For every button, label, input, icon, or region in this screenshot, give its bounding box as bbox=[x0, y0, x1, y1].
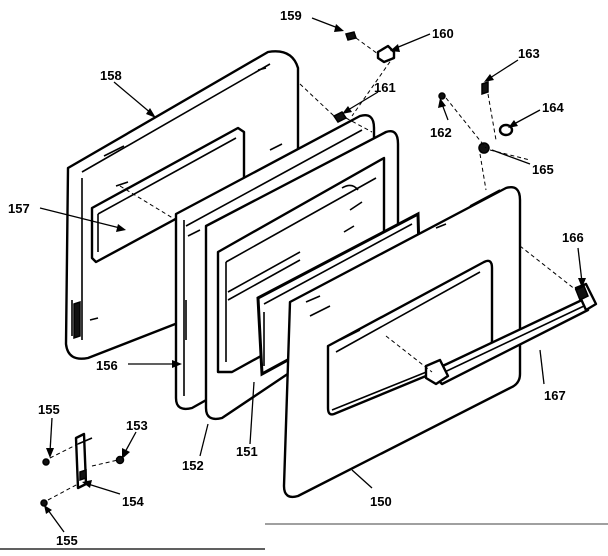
screw-159 bbox=[345, 31, 357, 41]
callout-151: 151 bbox=[236, 444, 258, 459]
hinge-bracket bbox=[74, 432, 93, 490]
callout-labels: 158 157 159 160 161 162 163 164 165 166 … bbox=[8, 8, 584, 548]
callout-155-lower: 155 bbox=[56, 533, 78, 548]
callout-165: 165 bbox=[532, 162, 554, 177]
callout-154: 154 bbox=[122, 494, 144, 509]
callout-158: 158 bbox=[100, 68, 122, 83]
callout-150: 150 bbox=[370, 494, 392, 509]
screw-155-upper bbox=[42, 458, 50, 466]
callout-159: 159 bbox=[280, 8, 302, 23]
callout-164: 164 bbox=[542, 100, 564, 115]
callout-162: 162 bbox=[430, 125, 452, 140]
callout-155-upper: 155 bbox=[38, 402, 60, 417]
callout-160: 160 bbox=[432, 26, 454, 41]
door-handle bbox=[424, 282, 598, 386]
callout-153: 153 bbox=[126, 418, 148, 433]
screw-155-lower bbox=[40, 499, 48, 507]
callout-161: 161 bbox=[374, 80, 396, 95]
callout-166: 166 bbox=[562, 230, 584, 245]
callout-167: 167 bbox=[544, 388, 566, 403]
callout-156: 156 bbox=[96, 358, 118, 373]
screw-153 bbox=[115, 455, 125, 465]
screw-163 bbox=[481, 80, 489, 96]
clip-160 bbox=[376, 44, 396, 64]
assembly-lines bbox=[47, 37, 577, 501]
leader-lines bbox=[39, 17, 586, 533]
callout-152: 152 bbox=[182, 458, 204, 473]
nut-165 bbox=[478, 142, 490, 154]
screw-162 bbox=[438, 92, 446, 100]
callout-157: 157 bbox=[8, 201, 30, 216]
callout-163: 163 bbox=[518, 46, 540, 61]
